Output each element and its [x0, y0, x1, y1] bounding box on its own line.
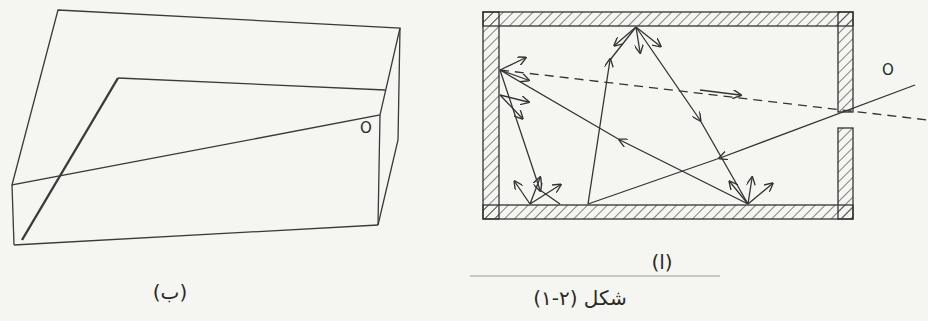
figure-label: (ب) [153, 281, 187, 303]
cavity-figure [483, 12, 928, 219]
hole-label: O [360, 120, 372, 137]
figure-caption: شکل (۲-۱) [533, 287, 627, 309]
box-figure [12, 10, 400, 245]
figure-label: (ا) [651, 251, 672, 273]
hole-label: O [882, 62, 894, 79]
